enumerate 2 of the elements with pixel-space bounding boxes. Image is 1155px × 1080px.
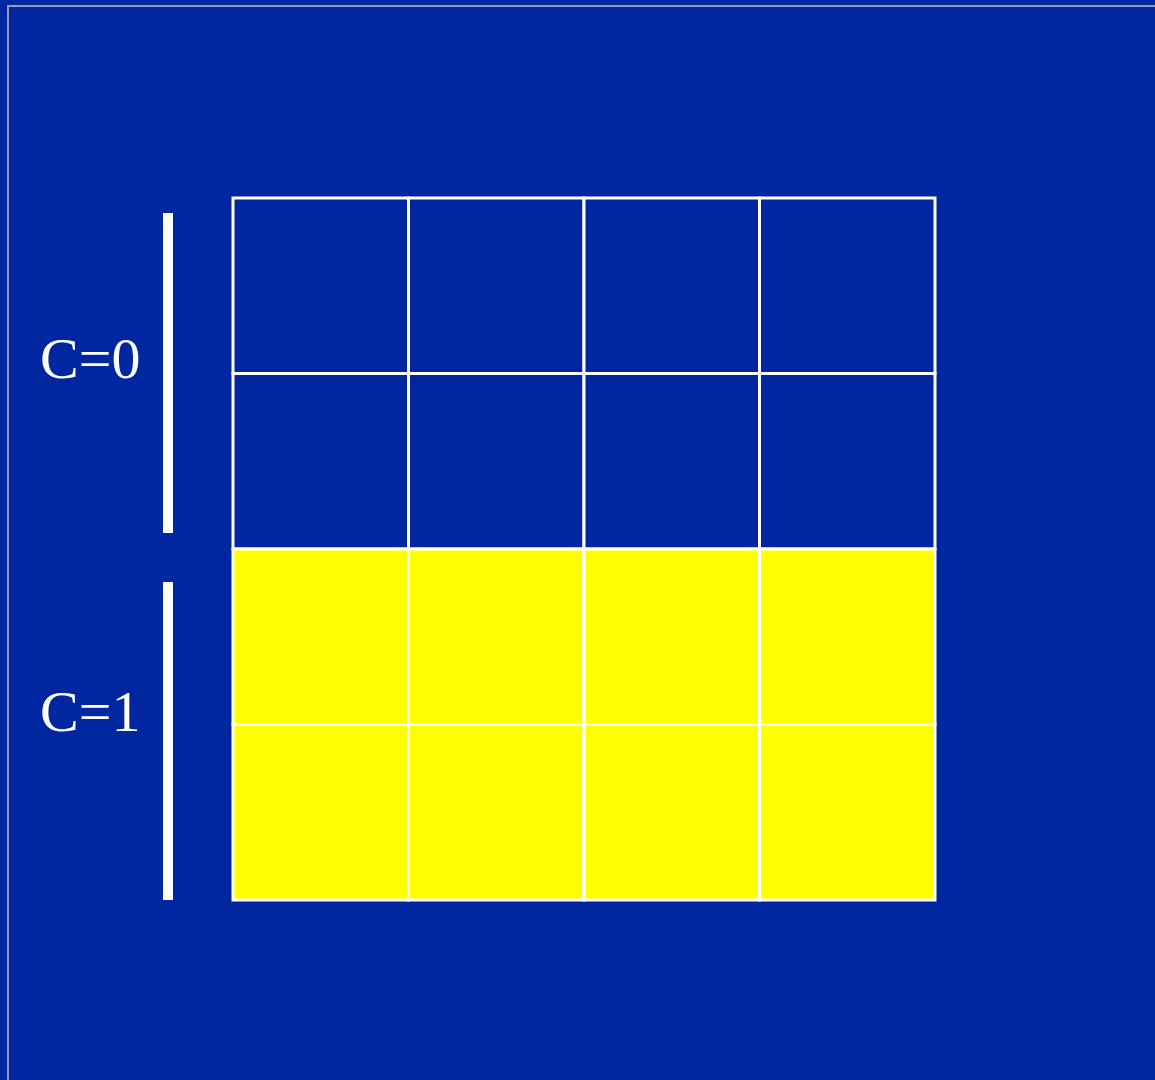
group-label: C=0 [40,330,141,388]
group-label: C=1 [40,683,141,741]
